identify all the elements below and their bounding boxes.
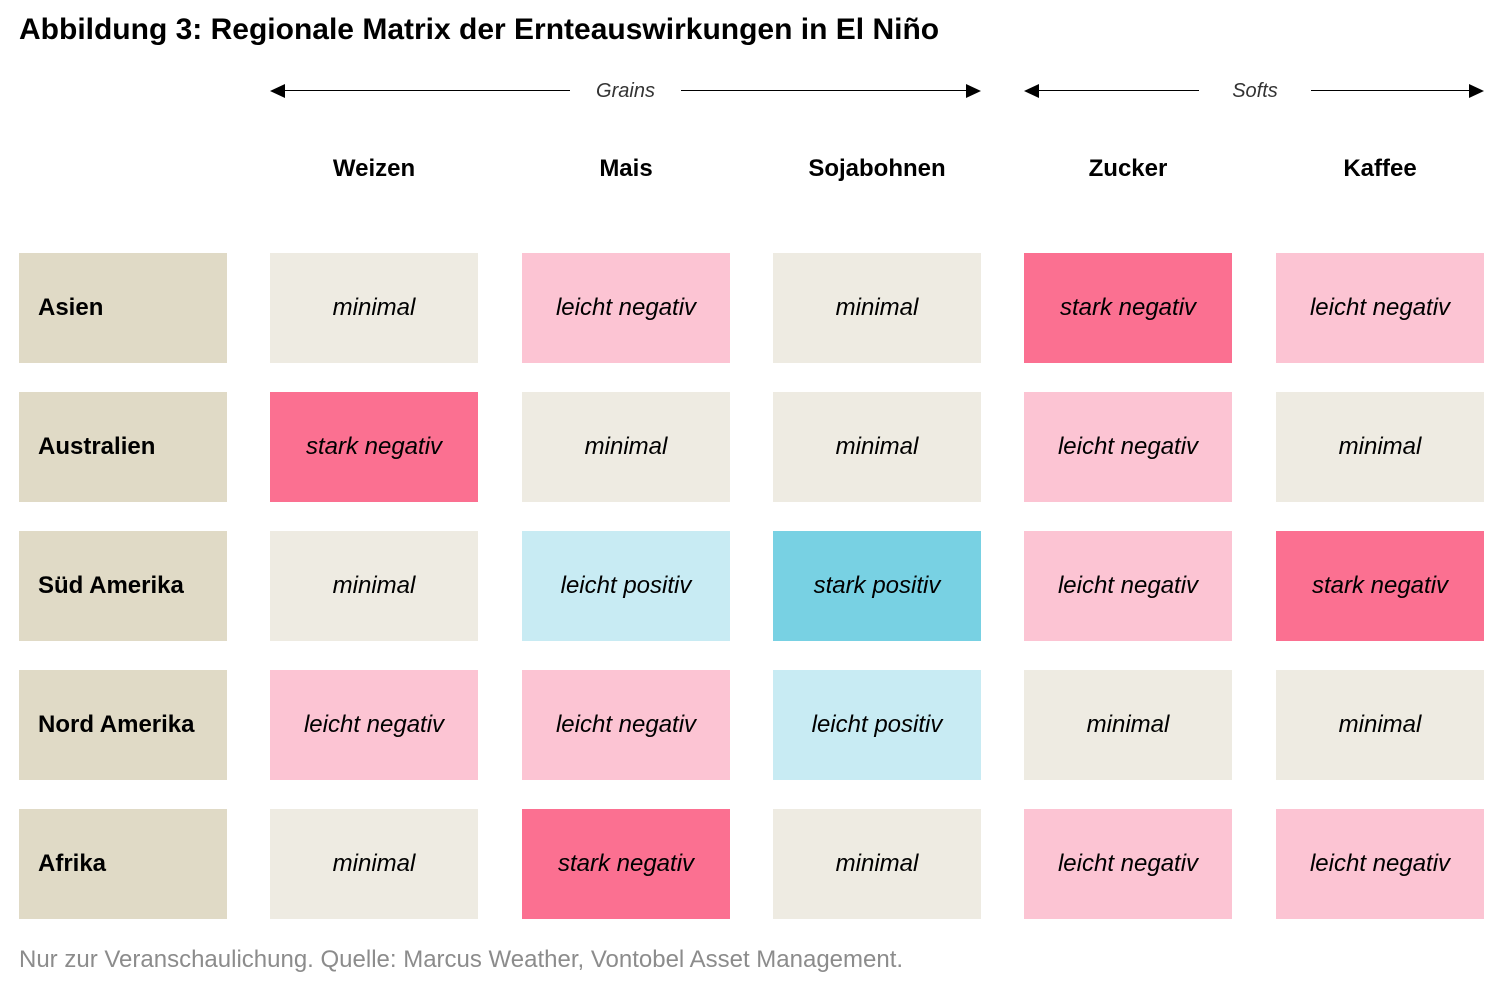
row-label-asien: Asien (19, 253, 227, 363)
source-footnote: Nur zur Veranschaulichung. Quelle: Marcu… (19, 946, 904, 973)
matrix-cell-sued-amerika-zucker: leicht negativ (1024, 531, 1232, 641)
arrow-right-icon (1469, 84, 1484, 98)
column-header-mais: Mais (599, 155, 653, 182)
matrix-cell-afrika-mais: stark negativ (522, 809, 730, 919)
matrix-cell-afrika-sojabohnen: minimal (773, 809, 981, 919)
row-label-australien: Australien (19, 392, 227, 502)
matrix-cell-asien-mais: leicht negativ (522, 253, 730, 363)
arrow-right-icon (966, 84, 981, 98)
matrix-cell-asien-kaffee: leicht negativ (1276, 253, 1484, 363)
group-line-right (681, 90, 971, 91)
matrix-cell-nord-amerika-weizen: leicht negativ (270, 670, 478, 780)
group-header-grains: Grains (270, 76, 981, 106)
arrow-left-icon (1024, 84, 1039, 98)
arrow-left-icon (270, 84, 285, 98)
row-label-afrika: Afrika (19, 809, 227, 919)
group-line-right (1311, 90, 1474, 91)
matrix-cell-asien-zucker: stark negativ (1024, 253, 1232, 363)
chart-title: Abbildung 3: Regionale Matrix der Erntea… (19, 13, 940, 46)
matrix-cell-sued-amerika-mais: leicht positiv (522, 531, 730, 641)
column-header-zucker: Zucker (1088, 155, 1168, 182)
matrix-cell-australien-kaffee: minimal (1276, 392, 1484, 502)
matrix-cell-nord-amerika-mais: leicht negativ (522, 670, 730, 780)
matrix-cell-asien-weizen: minimal (270, 253, 478, 363)
column-header-kaffee: Kaffee (1343, 155, 1417, 182)
group-label-softs: Softs (1232, 80, 1278, 102)
matrix-cell-afrika-weizen: minimal (270, 809, 478, 919)
group-line-left (1034, 90, 1199, 91)
matrix-cell-afrika-kaffee: leicht negativ (1276, 809, 1484, 919)
row-label-nord-amerika: Nord Amerika (19, 670, 227, 780)
row-label-sued-amerika: Süd Amerika (19, 531, 227, 641)
column-header-sojabohnen: Sojabohnen (808, 155, 946, 182)
matrix-cell-australien-sojabohnen: minimal (773, 392, 981, 502)
matrix-cell-asien-sojabohnen: minimal (773, 253, 981, 363)
group-label-grains: Grains (596, 80, 655, 102)
matrix-cell-nord-amerika-kaffee: minimal (1276, 670, 1484, 780)
matrix-cell-nord-amerika-zucker: minimal (1024, 670, 1232, 780)
matrix-cell-sued-amerika-weizen: minimal (270, 531, 478, 641)
matrix-cell-australien-zucker: leicht negativ (1024, 392, 1232, 502)
group-header-softs: Softs (1024, 76, 1484, 106)
matrix-cell-afrika-zucker: leicht negativ (1024, 809, 1232, 919)
matrix-cell-australien-weizen: stark negativ (270, 392, 478, 502)
group-line-left (280, 90, 570, 91)
column-header-weizen: Weizen (332, 155, 416, 182)
matrix-cell-australien-mais: minimal (522, 392, 730, 502)
matrix-cell-sued-amerika-sojabohnen: stark positiv (773, 531, 981, 641)
matrix-cell-sued-amerika-kaffee: stark negativ (1276, 531, 1484, 641)
matrix-cell-nord-amerika-sojabohnen: leicht positiv (773, 670, 981, 780)
